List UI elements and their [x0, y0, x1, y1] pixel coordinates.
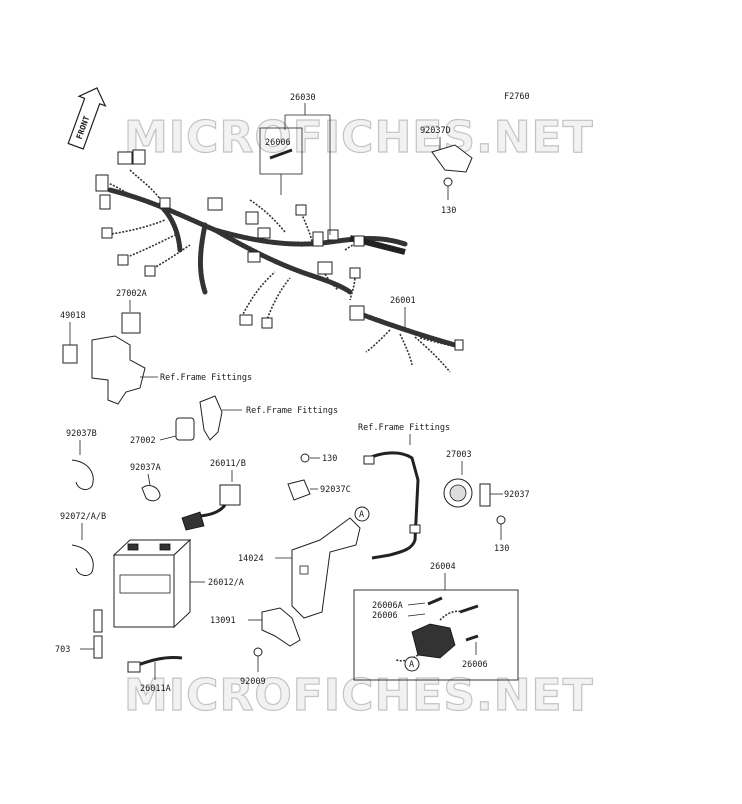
diagram-code: F2760: [504, 92, 530, 102]
connector: [99, 194, 111, 210]
callout-26006-mid[interactable]: 26006: [372, 611, 398, 621]
battery-case-14024[interactable]: A: [291, 506, 370, 619]
callout-49018[interactable]: 49018: [60, 311, 86, 321]
band-92072[interactable]: [71, 544, 94, 576]
relay-27002[interactable]: [175, 417, 195, 441]
ref-frame-fittings-1[interactable]: Ref.Frame Fittings: [160, 373, 252, 383]
callout-130-right[interactable]: 130: [494, 544, 509, 554]
connector: [317, 261, 333, 275]
fuse-icon: [459, 604, 479, 614]
connector: [95, 174, 109, 192]
clamp-92037C[interactable]: [287, 479, 311, 501]
callout-92037C[interactable]: 92037C: [320, 485, 351, 495]
connector: [349, 305, 365, 321]
watermark-top: MICROFICHES.NET: [124, 112, 594, 163]
callout-26030[interactable]: 26030: [290, 93, 316, 103]
callout-14024[interactable]: 14024: [238, 554, 264, 564]
connector: [353, 235, 365, 247]
main-wiring-harness[interactable]: [95, 149, 408, 329]
callout-130-top[interactable]: 130: [441, 206, 456, 216]
fuse-icon: [269, 148, 293, 160]
connector: [159, 197, 171, 209]
bolt-icon: [300, 453, 310, 463]
connector: [454, 339, 464, 351]
callout-26004[interactable]: 26004: [430, 562, 456, 572]
callout-92037A[interactable]: 92037A: [130, 463, 161, 473]
callout-703[interactable]: 703: [55, 645, 70, 655]
relay-cover: [479, 483, 491, 507]
callout-92072[interactable]: 92072/A/B: [60, 512, 106, 522]
ref-frame-fittings-2[interactable]: Ref.Frame Fittings: [246, 406, 338, 416]
connector: [132, 149, 146, 165]
connector: [117, 151, 133, 165]
connector: [247, 251, 261, 263]
watermark-bottom: MICROFICHES.NET: [124, 670, 594, 721]
callout-92037[interactable]: 92037: [504, 490, 530, 500]
clamp-92037A[interactable]: [141, 485, 161, 502]
callout-27002A[interactable]: 27002A: [116, 289, 147, 299]
connector: [257, 227, 271, 239]
kit-box-26004: [353, 589, 519, 681]
cable-cap-icon: [181, 511, 205, 531]
callout-13091[interactable]: 13091: [210, 616, 236, 626]
callout-130-mid[interactable]: 130: [322, 454, 337, 464]
connector: [239, 314, 253, 326]
ref-frame-fittings-3[interactable]: Ref.Frame Fittings: [358, 423, 450, 433]
part-49018[interactable]: [62, 344, 78, 364]
battery-cable[interactable]: [364, 451, 420, 560]
fuse-icon: [465, 634, 479, 642]
cable-terminal: [409, 524, 421, 534]
connector: [207, 197, 223, 211]
marker-a-1: A: [359, 510, 364, 520]
band-92037B[interactable]: [71, 459, 94, 490]
terminal-26011B[interactable]: [219, 484, 241, 506]
relay-bracket-2[interactable]: [199, 395, 223, 441]
connector: [101, 227, 113, 239]
callout-26006-top[interactable]: 26006: [265, 138, 291, 148]
screw-icon: [253, 647, 263, 657]
connector: [349, 267, 361, 279]
callout-26006A[interactable]: 26006A: [372, 601, 403, 611]
tube-703[interactable]: [93, 609, 103, 633]
callout-27003[interactable]: 27003: [446, 450, 472, 460]
connector: [117, 254, 129, 266]
connector: [327, 229, 339, 241]
connector: [261, 317, 273, 329]
fuse-icon: [427, 596, 443, 606]
bolt-icon: [496, 515, 506, 525]
callout-92009[interactable]: 92009: [240, 677, 266, 687]
relay-bracket[interactable]: [91, 335, 146, 405]
callout-26011A[interactable]: 26011A: [140, 684, 171, 694]
relay-27002A[interactable]: [121, 312, 141, 334]
connector: [295, 204, 307, 216]
bolt-icon: [443, 177, 453, 187]
callout-27002[interactable]: 27002: [130, 436, 156, 446]
connector: [312, 231, 324, 247]
connector: [245, 211, 259, 225]
fuse-box-icon[interactable]: [411, 623, 456, 659]
callout-26011B[interactable]: 26011/B: [210, 459, 246, 469]
battery-26012A[interactable]: [112, 538, 192, 629]
callout-92037D[interactable]: 92037D: [420, 126, 451, 136]
callout-26006-bot[interactable]: 26006: [462, 660, 488, 670]
callout-26001[interactable]: 26001: [390, 296, 416, 306]
connector: [144, 265, 156, 277]
callout-26012A[interactable]: 26012/A: [208, 578, 244, 588]
bracket-13091[interactable]: [261, 607, 301, 647]
sub-wiring-harness-26001[interactable]: [349, 305, 464, 373]
tube-703-b[interactable]: [93, 635, 103, 659]
cover-92037D[interactable]: [431, 144, 473, 173]
cable-terminal: [363, 455, 375, 465]
callout-92037B[interactable]: 92037B: [66, 429, 97, 439]
cable-terminal: [127, 661, 141, 673]
marker-a-2: A: [409, 660, 414, 670]
front-arrow-icon: FRONT: [67, 87, 107, 150]
